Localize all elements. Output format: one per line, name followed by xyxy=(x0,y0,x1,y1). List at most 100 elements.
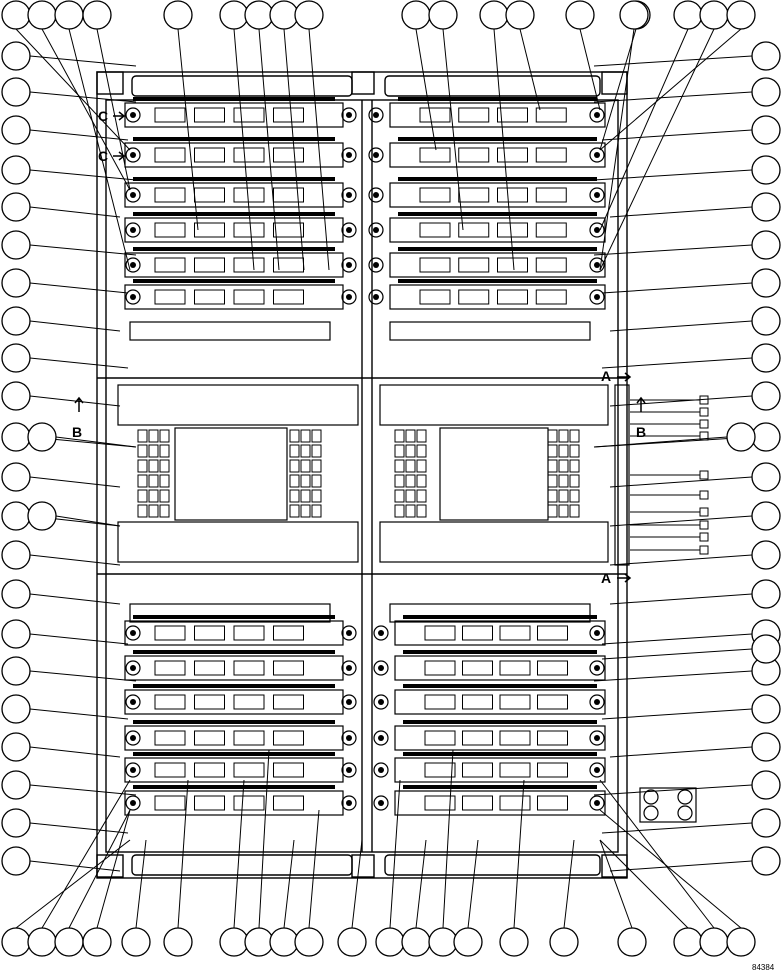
connector-plug xyxy=(699,507,709,517)
callout-balloon xyxy=(27,0,57,30)
callout-balloon xyxy=(751,540,781,570)
bolt-icon xyxy=(125,625,141,641)
callout-balloon xyxy=(1,77,31,107)
callout-leader xyxy=(593,55,753,67)
coil-grid xyxy=(547,429,580,518)
bolt-icon xyxy=(125,795,141,811)
callout-leader xyxy=(601,822,753,834)
callout-balloon xyxy=(751,501,781,531)
bolt-icon xyxy=(589,762,605,778)
callout-leader xyxy=(599,779,715,929)
callout-leader xyxy=(29,633,129,645)
callout-leader xyxy=(15,839,131,929)
callout-balloon xyxy=(1,579,31,609)
callout-leader xyxy=(609,320,753,332)
callout-balloon xyxy=(751,462,781,492)
bolt-icon xyxy=(125,762,141,778)
bolt-icon xyxy=(368,107,384,123)
module-row xyxy=(368,177,606,208)
callout-leader xyxy=(308,809,320,929)
callout-leader xyxy=(609,746,753,758)
bolt-icon xyxy=(341,795,357,811)
callout-leader xyxy=(563,839,575,929)
callout-leader xyxy=(601,708,753,720)
callout-leader-lines xyxy=(15,28,753,929)
callout-leader xyxy=(519,28,541,111)
module-row xyxy=(124,684,357,715)
module-row xyxy=(373,720,606,751)
callout-leader xyxy=(29,784,137,796)
bolt-icon xyxy=(125,694,141,710)
module-row xyxy=(124,177,357,208)
bolt-icon xyxy=(589,625,605,641)
callout-balloon xyxy=(699,0,729,30)
callout-balloon xyxy=(401,0,431,30)
callout-leader xyxy=(601,357,753,369)
callout-balloon xyxy=(294,927,324,957)
bolt-icon xyxy=(125,730,141,746)
connector-plug xyxy=(699,532,709,542)
callout-leader xyxy=(177,28,199,231)
module-row xyxy=(373,615,606,646)
callout-leader xyxy=(609,593,753,605)
callout-balloon xyxy=(1,422,31,452)
callout-leader xyxy=(55,436,137,448)
module-row xyxy=(124,615,357,646)
callout-balloon xyxy=(1,381,31,411)
callout-balloon xyxy=(673,0,703,30)
callout-leader xyxy=(609,395,753,407)
callout-balloon xyxy=(219,0,249,30)
callout-leader xyxy=(177,779,189,929)
callout-balloon xyxy=(673,927,703,957)
bracket xyxy=(389,321,591,341)
callout-leader xyxy=(258,749,270,929)
callout-balloon xyxy=(375,927,405,957)
callout-balloon xyxy=(27,501,57,531)
callout-leader xyxy=(599,839,689,929)
callout-leader xyxy=(283,28,305,271)
section-marker-b-right: B xyxy=(636,424,646,440)
callout-leader xyxy=(601,633,753,645)
callout-leader xyxy=(29,395,121,407)
callout-leader xyxy=(389,779,401,929)
callout-leader xyxy=(29,320,121,332)
callout-leader xyxy=(233,779,245,929)
callout-leader xyxy=(601,129,753,141)
callout-balloon xyxy=(244,0,274,30)
callout-balloon xyxy=(1,770,31,800)
connector-plug xyxy=(699,520,709,530)
bolt-icon xyxy=(125,107,141,123)
arrow-icon xyxy=(617,372,632,382)
bracket xyxy=(389,603,591,623)
bolt-icon xyxy=(125,147,141,163)
arrow-icon xyxy=(113,111,126,121)
callout-balloon xyxy=(1,155,31,185)
callout-balloon xyxy=(1,230,31,260)
callout-leader xyxy=(29,169,137,181)
callout-leader xyxy=(29,206,121,218)
callout-leader xyxy=(41,779,131,929)
bolt-icon xyxy=(341,222,357,238)
bolt-icon xyxy=(368,187,384,203)
module-row xyxy=(124,752,357,783)
callout-leader xyxy=(601,282,753,294)
callout-balloon xyxy=(751,694,781,724)
callout-leader xyxy=(308,28,330,271)
callout-leader xyxy=(29,554,121,566)
callout-leader xyxy=(96,28,131,191)
callout-balloon xyxy=(751,381,781,411)
module-row xyxy=(373,684,606,715)
connector-plug xyxy=(699,407,709,417)
callout-balloon xyxy=(751,634,781,664)
callout-balloon xyxy=(244,927,274,957)
callout-balloon xyxy=(499,927,529,957)
bolt-icon xyxy=(589,222,605,238)
connector-plug xyxy=(699,470,709,480)
bolt-icon xyxy=(373,730,389,746)
callout-balloon xyxy=(82,0,112,30)
callout-leader xyxy=(493,28,515,271)
module-row xyxy=(124,247,357,278)
module-row xyxy=(124,785,357,816)
bolt-icon xyxy=(341,147,357,163)
callout-balloon xyxy=(751,422,781,452)
